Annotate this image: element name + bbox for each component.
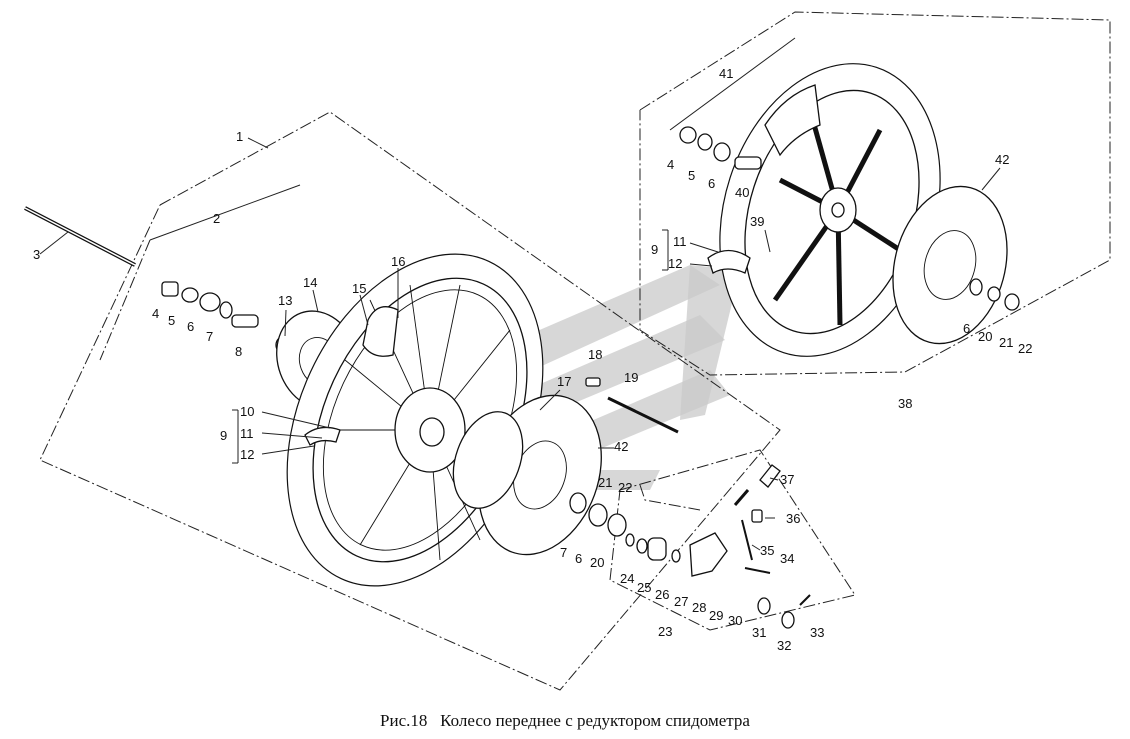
callout-labels: 1 2 3 4 5 6 7 8 9 10 11 12 13 14 15 16 1… (33, 66, 1032, 653)
assembly-outline-2 (99, 184, 301, 361)
callout-14: 14 (303, 275, 317, 290)
callout-4-b: 4 (667, 157, 674, 172)
callout-37: 37 (780, 472, 794, 487)
callout-19: 19 (624, 370, 638, 385)
callout-32: 32 (777, 638, 791, 653)
assembly-outline-23 (609, 449, 856, 631)
callout-5: 5 (168, 313, 175, 328)
callout-27: 27 (674, 594, 688, 609)
tube-valve-parts (304, 426, 341, 446)
callout-29: 29 (709, 608, 723, 623)
right-side-small-parts (569, 377, 679, 537)
callout-34: 34 (780, 551, 794, 566)
front-axle (24, 206, 136, 267)
callout-16: 16 (391, 254, 405, 269)
callout-24: 24 (620, 571, 634, 586)
cast-wheel-hub-parts (679, 126, 1020, 311)
callout-42: 42 (614, 439, 628, 454)
callout-6-d: 6 (963, 321, 970, 336)
callout-18: 18 (588, 347, 602, 362)
callout-6-c: 6 (708, 176, 715, 191)
assembly-outline-38 (639, 11, 1111, 376)
callout-25: 25 (637, 580, 651, 595)
callout-22-b: 22 (1018, 341, 1032, 356)
callout-11-b: 11 (673, 234, 687, 249)
left-hub-parts (161, 281, 295, 355)
figure-caption: Рис.18 Колесо переднее с редуктором спид… (380, 711, 750, 730)
callout-7: 7 (206, 329, 213, 344)
callout-8: 8 (235, 344, 242, 359)
callout-38: 38 (898, 396, 912, 411)
callout-10: 10 (240, 404, 254, 419)
front-brake-disc (452, 394, 602, 556)
callout-40: 40 (735, 185, 749, 200)
callout-2: 2 (213, 211, 220, 226)
callout-20-b: 20 (978, 329, 992, 344)
callout-4: 4 (152, 306, 159, 321)
callout-30: 30 (728, 613, 742, 628)
speedometer-drive-parts (625, 464, 811, 629)
callout-31: 31 (752, 625, 766, 640)
assembly-outline-41 (669, 37, 796, 131)
leader-lines (39, 137, 1001, 551)
callout-11: 11 (240, 426, 254, 441)
callout-23: 23 (658, 624, 672, 639)
callout-7-b: 7 (560, 545, 567, 560)
callout-17: 17 (557, 374, 571, 389)
callout-39: 39 (750, 214, 764, 229)
callout-21-b: 21 (999, 335, 1013, 350)
callout-21: 21 (598, 475, 612, 490)
callout-26: 26 (655, 587, 669, 602)
callout-15: 15 (352, 281, 366, 296)
callout-5-b: 5 (688, 168, 695, 183)
cast-wheel-brake-disc (892, 185, 1008, 345)
callout-41: 41 (719, 66, 733, 81)
callout-13: 13 (278, 293, 292, 308)
callout-3: 3 (33, 247, 40, 262)
callout-22: 22 (618, 480, 632, 495)
callout-9-b: 9 (651, 242, 658, 257)
assembly-outline-1 (39, 111, 781, 691)
callout-6: 6 (187, 319, 194, 334)
callout-36: 36 (786, 511, 800, 526)
callout-9: 9 (220, 428, 227, 443)
callout-33: 33 (810, 625, 824, 640)
callout-1: 1 (236, 129, 243, 144)
callout-6-b: 6 (575, 551, 582, 566)
cast-wheel (719, 63, 941, 357)
callout-42-b: 42 (995, 152, 1009, 167)
callout-35: 35 (760, 543, 774, 558)
callout-12: 12 (240, 447, 254, 462)
callout-20: 20 (590, 555, 604, 570)
callout-12-b: 12 (668, 256, 682, 271)
callout-28: 28 (692, 600, 706, 615)
